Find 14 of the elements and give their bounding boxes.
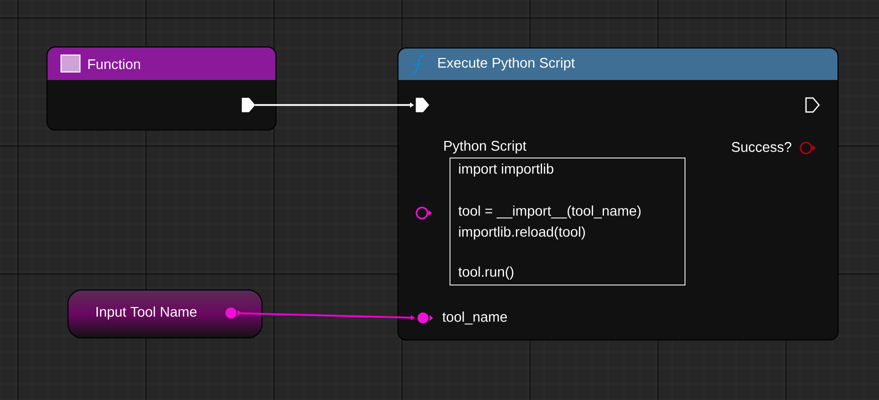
node-title: Input Tool Name [96, 306, 196, 320]
code-line: tool = __import__(tool_name) [458, 205, 641, 219]
variable-node [68, 290, 262, 338]
code-line: tool.run() [458, 266, 514, 280]
code-line: importlib.reload(tool) [459, 226, 585, 240]
blueprint-node [398, 48, 838, 340]
node-title: Execute Python Script [438, 57, 575, 71]
pin-label: tool_name [442, 312, 507, 324]
node-title: Function [88, 58, 140, 70]
blueprint-node [46, 46, 276, 130]
pin-label: Success? [732, 142, 792, 152]
pin-label: Python Script [444, 140, 526, 154]
code-line: import importlib [459, 163, 554, 177]
code-text-box [450, 158, 686, 286]
